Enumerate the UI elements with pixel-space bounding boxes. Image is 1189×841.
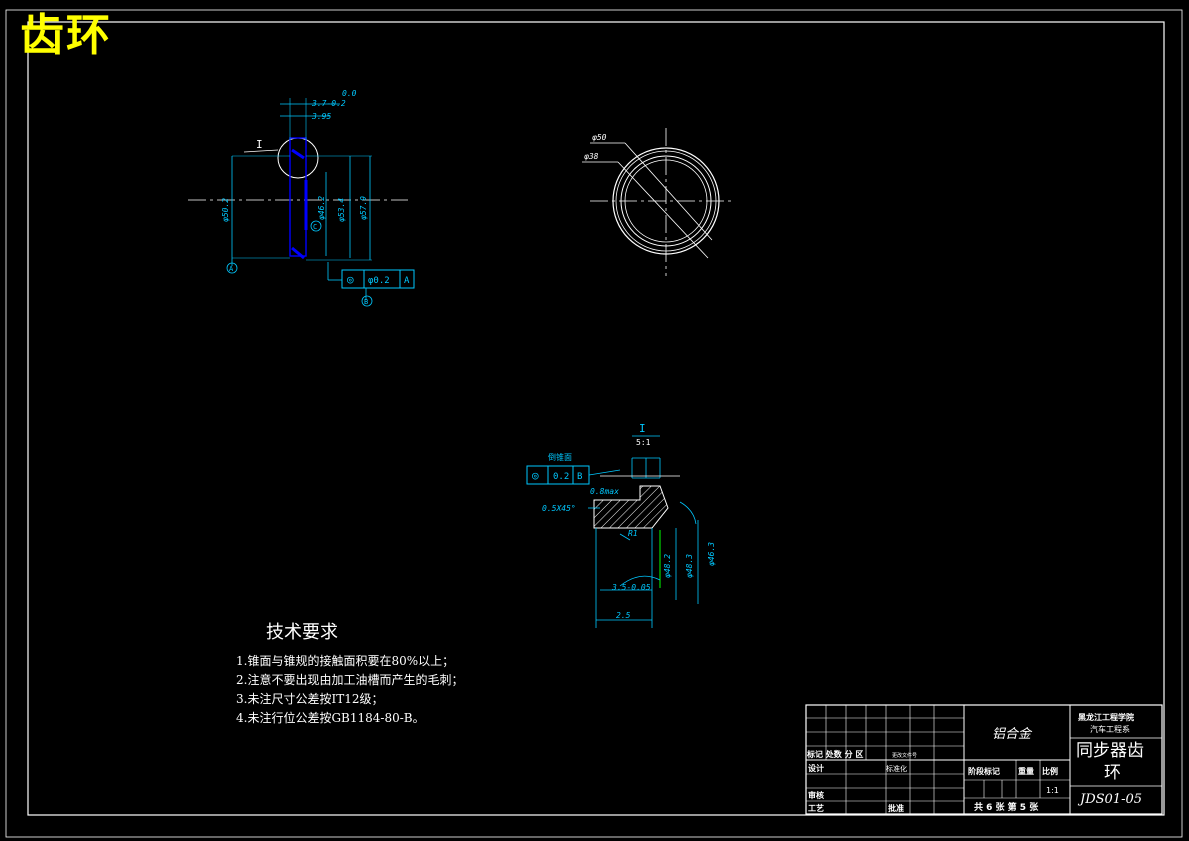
part-name-line-2: 环 <box>1104 763 1121 783</box>
front-view <box>582 128 734 276</box>
dim-phi-48-2: φ48.2 <box>663 554 672 578</box>
drawing-title: 齿环 <box>20 10 112 61</box>
inner-frame <box>27 21 1165 816</box>
detail-tolerance-value: 0.2 <box>553 472 569 482</box>
dim-0-0: 0.0 <box>342 89 357 98</box>
dim-phi-46-3: φ46.3 <box>707 542 716 566</box>
side-view <box>188 98 415 307</box>
dim-3-95: 3.95 <box>311 112 331 121</box>
tolerance-symbol: ◎ <box>347 273 354 286</box>
label-check: 审核 <box>808 790 824 800</box>
datum-b: B <box>364 298 368 306</box>
dim-chamfer: 0.5X45° <box>542 504 576 513</box>
dim-3-5: 3.5-0.05 <box>611 583 651 592</box>
dim-phi-50-2: φ50.2 <box>221 198 230 222</box>
dim-phi-57-9: φ57.9 <box>359 196 368 220</box>
title-block-text: 铝合金 黑龙江工程学院 汽车工程系 同步器齿 环 JDS01-05 1:1 共 … <box>806 712 1144 813</box>
detail-scale: 5:1 <box>636 438 651 447</box>
dim-phi-38: φ38 <box>584 152 599 161</box>
dim-0-8max: 0.8max <box>590 487 619 496</box>
tech-requirement-2: 2.注意不要出现由加工油槽而产生的毛刺； <box>236 673 464 687</box>
dim-3-7: 3.7-0.2 <box>311 99 346 108</box>
detail-label: I <box>639 422 646 435</box>
tech-requirements: 技术要求 1.锥面与锥规的接触面积要在80%以上； 2.注意不要出现由加工油槽而… <box>236 618 463 728</box>
detail-tolerance-datum: B <box>577 472 582 482</box>
tech-requirements-title: 技术要求 <box>266 622 338 643</box>
tolerance-value: φ0.2 <box>368 276 390 286</box>
label-stage-mark: 阶段标记 <box>968 766 1000 776</box>
school-name: 黑龙江工程学院 <box>1078 712 1134 722</box>
label-weight: 重量 <box>1018 766 1034 776</box>
dim-phi-46-2: φ46.2 <box>317 196 326 220</box>
label-change-doc: 更改文件号 <box>892 752 917 759</box>
dim-phi-48-3: φ48.3 <box>685 554 694 578</box>
datum-c: C <box>313 223 317 231</box>
tolerance-datum: A <box>404 276 410 286</box>
dim-r1: R1 <box>628 529 638 538</box>
label-process: 工艺 <box>808 803 824 813</box>
department-name: 汽车工程系 <box>1090 724 1130 734</box>
dim-phi-50: φ50 <box>592 133 607 142</box>
label-standardize: 标准化 <box>886 764 907 773</box>
sheet-count: 共 6 张 第 5 张 <box>974 801 1039 813</box>
side-view-text: I 0.0 3.7-0.2 3.95 φ50.2 φ46.2 φ53.4 φ57… <box>221 89 410 306</box>
surface-label: 倒锥面 <box>548 452 572 462</box>
detail-view <box>526 435 699 628</box>
datum-a: A <box>229 265 234 273</box>
drawing-number: JDS01-05 <box>1077 792 1142 807</box>
outer-frame <box>5 9 1183 838</box>
detail-mark-i: I <box>256 138 263 151</box>
part-name-line-1: 同步器齿 <box>1076 741 1144 761</box>
material: 铝合金 <box>992 726 1033 742</box>
label-design: 设计 <box>808 763 824 773</box>
detail-tolerance-symbol: ◎ <box>532 469 539 482</box>
dim-phi-53-4: φ53.4 <box>337 198 346 222</box>
label-ratio: 比例 <box>1042 766 1058 776</box>
detail-view-text: I 5:1 倒锥面 ◎ 0.2 B 0.8max 0.5X45° R1 3.5-… <box>532 422 716 620</box>
label-marks-row: 标记 处数 分 区 <box>806 749 863 759</box>
title-block <box>805 704 1163 815</box>
dim-2-5: 2.5 <box>616 611 631 620</box>
tech-requirement-4: 4.未注行位公差按GB1184-80-B。 <box>236 711 425 725</box>
front-view-text: φ50 φ38 <box>584 133 607 161</box>
label-approve: 批准 <box>888 803 904 813</box>
tech-requirement-1: 1.锥面与锥规的接触面积要在80%以上； <box>236 654 455 668</box>
scale-value: 1:1 <box>1046 786 1059 795</box>
tech-requirement-3: 3.未注尺寸公差按IT12级； <box>236 692 384 706</box>
